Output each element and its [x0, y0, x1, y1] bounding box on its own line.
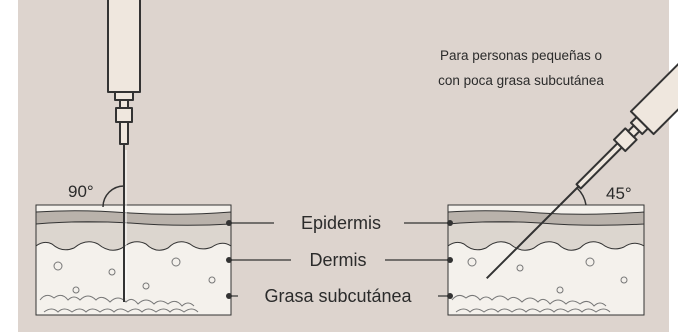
syringe-hub-left: [115, 107, 133, 123]
svg-text:Grasa subcutánea: Grasa subcutánea: [264, 286, 412, 306]
fat-cells-left: [39, 257, 216, 313]
dermis-layer-left: [36, 221, 231, 251]
note-line-2: con poca grasa subcutánea: [438, 73, 604, 88]
needle-right: [485, 185, 580, 280]
angle-label-right: 45°: [606, 184, 632, 203]
syringe-left: [107, 0, 141, 302]
syringe-right: [485, 32, 678, 280]
svg-text:Epidermis: Epidermis: [301, 213, 381, 233]
angle-label-left: 90°: [68, 182, 94, 201]
note-line-1: Para personas pequeñas o: [440, 48, 602, 63]
angle-arc-left: [102, 185, 125, 208]
syringe-barrel-left: [107, 0, 141, 93]
dermis-layer-right: [448, 221, 644, 251]
syringe-barrel-right: [629, 32, 678, 136]
epidermis-layer-left: [36, 210, 231, 226]
layer-label-epidermis: Epidermis: [226, 213, 453, 233]
skin-block-right: [448, 205, 644, 315]
fat-cells-right: [451, 257, 628, 313]
svg-text:Dermis: Dermis: [310, 250, 367, 270]
layer-label-dermis: Dermis: [226, 250, 453, 270]
angle-arc-right: [576, 187, 587, 206]
layer-label-fat: Grasa subcutánea: [226, 286, 453, 306]
skin-block-left: [36, 205, 231, 315]
